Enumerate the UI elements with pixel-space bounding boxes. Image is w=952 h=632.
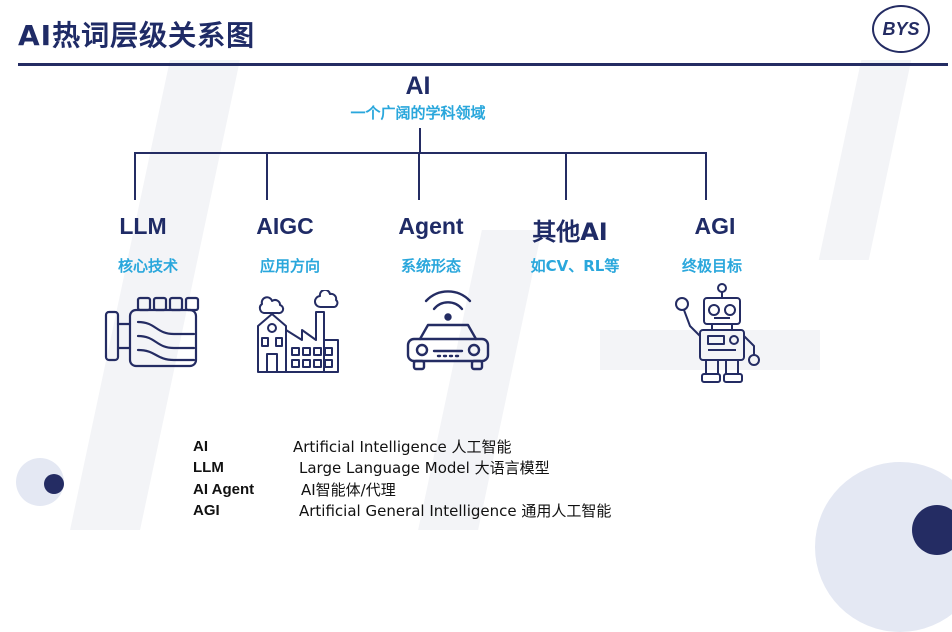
node-other-ai-title: 其他AI <box>532 218 608 246</box>
legend-full: AI智能体/代理 <box>301 481 396 499</box>
node-other-ai-subtitle: 如CV、RL等 <box>530 257 620 275</box>
legend-full: Large Language Model 大语言模型 <box>299 459 550 477</box>
connector-branch <box>266 152 268 200</box>
connector-branch <box>134 152 136 200</box>
connector-branch <box>565 152 567 200</box>
node-agent-subtitle: 系统形态 <box>400 257 461 275</box>
node-agent-title: Agent <box>398 213 464 239</box>
node-llm-title: LLM <box>119 213 167 239</box>
legend-full: Artificial General Intelligence 通用人工智能 <box>299 502 612 520</box>
logo-text: BYS <box>882 18 920 39</box>
logo: BYS <box>872 5 930 53</box>
root-node-title: AI <box>405 72 431 100</box>
legend-full: Artificial Intelligence 人工智能 <box>293 438 512 456</box>
connector-bar <box>134 152 707 154</box>
legend-abbr: AI Agent <box>193 481 255 498</box>
page-title: AI热词层级关系图 <box>18 19 256 52</box>
node-aigc-title: AIGC <box>256 213 314 239</box>
legend-abbr: AGI <box>193 502 220 519</box>
engine-icon <box>104 292 208 372</box>
title-divider <box>18 63 948 66</box>
node-agi-subtitle: 终极目标 <box>681 257 742 275</box>
connector-branch <box>418 152 420 200</box>
legend-abbr: AI <box>193 438 208 455</box>
decorative-circle <box>44 474 64 494</box>
factory-icon <box>254 288 340 374</box>
connector-branch <box>705 152 707 200</box>
background-stroke <box>818 60 912 260</box>
legend-abbr: LLM <box>193 459 224 476</box>
connected-car-icon <box>398 285 498 375</box>
node-agi-title: AGI <box>694 213 736 239</box>
robot-icon <box>672 282 764 386</box>
root-node-subtitle: 一个广阔的学科领域 <box>350 104 486 122</box>
node-aigc-subtitle: 应用方向 <box>259 257 320 275</box>
node-llm-subtitle: 核心技术 <box>117 257 178 275</box>
connector-trunk <box>419 128 421 154</box>
